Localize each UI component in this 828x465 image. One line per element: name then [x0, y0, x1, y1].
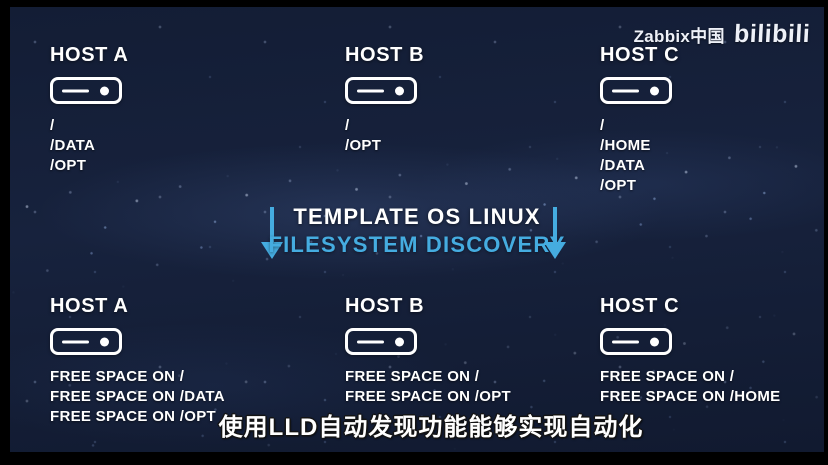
server-icon [50, 328, 122, 355]
host-title: HOST B [345, 44, 425, 66]
bilibili-logo: bilibili [733, 20, 811, 48]
server-icon [345, 77, 417, 104]
top-host-b: HOST B / /OPT [345, 43, 424, 156]
server-icon [600, 77, 672, 104]
down-arrow-icon [544, 207, 566, 259]
fs-path: /OPT [600, 177, 637, 194]
bottom-host-b: HOST B FREE SPACE ON / FREE SPACE ON /OP… [345, 294, 511, 407]
subtitle-caption: 使用LLD自动发现功能能够实现自动化 [218, 414, 644, 441]
free-space-item: FREE SPACE ON /OPT [345, 388, 511, 405]
fs-path: / [50, 117, 55, 134]
filesystem-discovery-label: FILESYSTEM DISCOVERY [268, 232, 566, 257]
video-frame: Zabbix中国 bilibili HOST A / /DATA /OPT HO… [10, 7, 824, 452]
server-icon [50, 77, 122, 104]
host-title: HOST B [345, 295, 425, 317]
free-space-item: FREE SPACE ON / [600, 368, 735, 385]
top-host-a: HOST A / /DATA /OPT [50, 43, 128, 176]
free-space-item: FREE SPACE ON / [50, 368, 185, 385]
free-space-item: FREE SPACE ON /OPT [50, 408, 216, 425]
server-icon [345, 328, 417, 355]
fs-path: / [600, 117, 605, 134]
host-title: HOST C [600, 295, 680, 317]
fs-path: /DATA [50, 137, 96, 154]
fs-path: / [345, 117, 350, 134]
server-icon [600, 328, 672, 355]
free-space-item: FREE SPACE ON /DATA [50, 388, 225, 405]
host-title: HOST C [600, 44, 680, 66]
fs-path: /DATA [600, 157, 646, 174]
fs-path: /OPT [345, 137, 382, 154]
fs-path: /HOME [600, 137, 651, 154]
template-banner: TEMPLATE OS LINUX FILESYSTEM DISCOVERY [10, 204, 824, 258]
free-space-item: FREE SPACE ON / [345, 368, 480, 385]
bottom-host-c: HOST C FREE SPACE ON / FREE SPACE ON /HO… [600, 294, 780, 407]
top-host-c: HOST C / /HOME /DATA /OPT [600, 43, 679, 196]
free-space-item: FREE SPACE ON /HOME [600, 388, 781, 405]
host-title: HOST A [50, 295, 129, 317]
host-title: HOST A [50, 44, 129, 66]
watermark: Zabbix中国 bilibili [633, 20, 811, 49]
template-title: TEMPLATE OS LINUX [293, 204, 541, 229]
zabbix-china-watermark: Zabbix中国 [633, 27, 725, 46]
fs-path: /OPT [50, 157, 87, 174]
